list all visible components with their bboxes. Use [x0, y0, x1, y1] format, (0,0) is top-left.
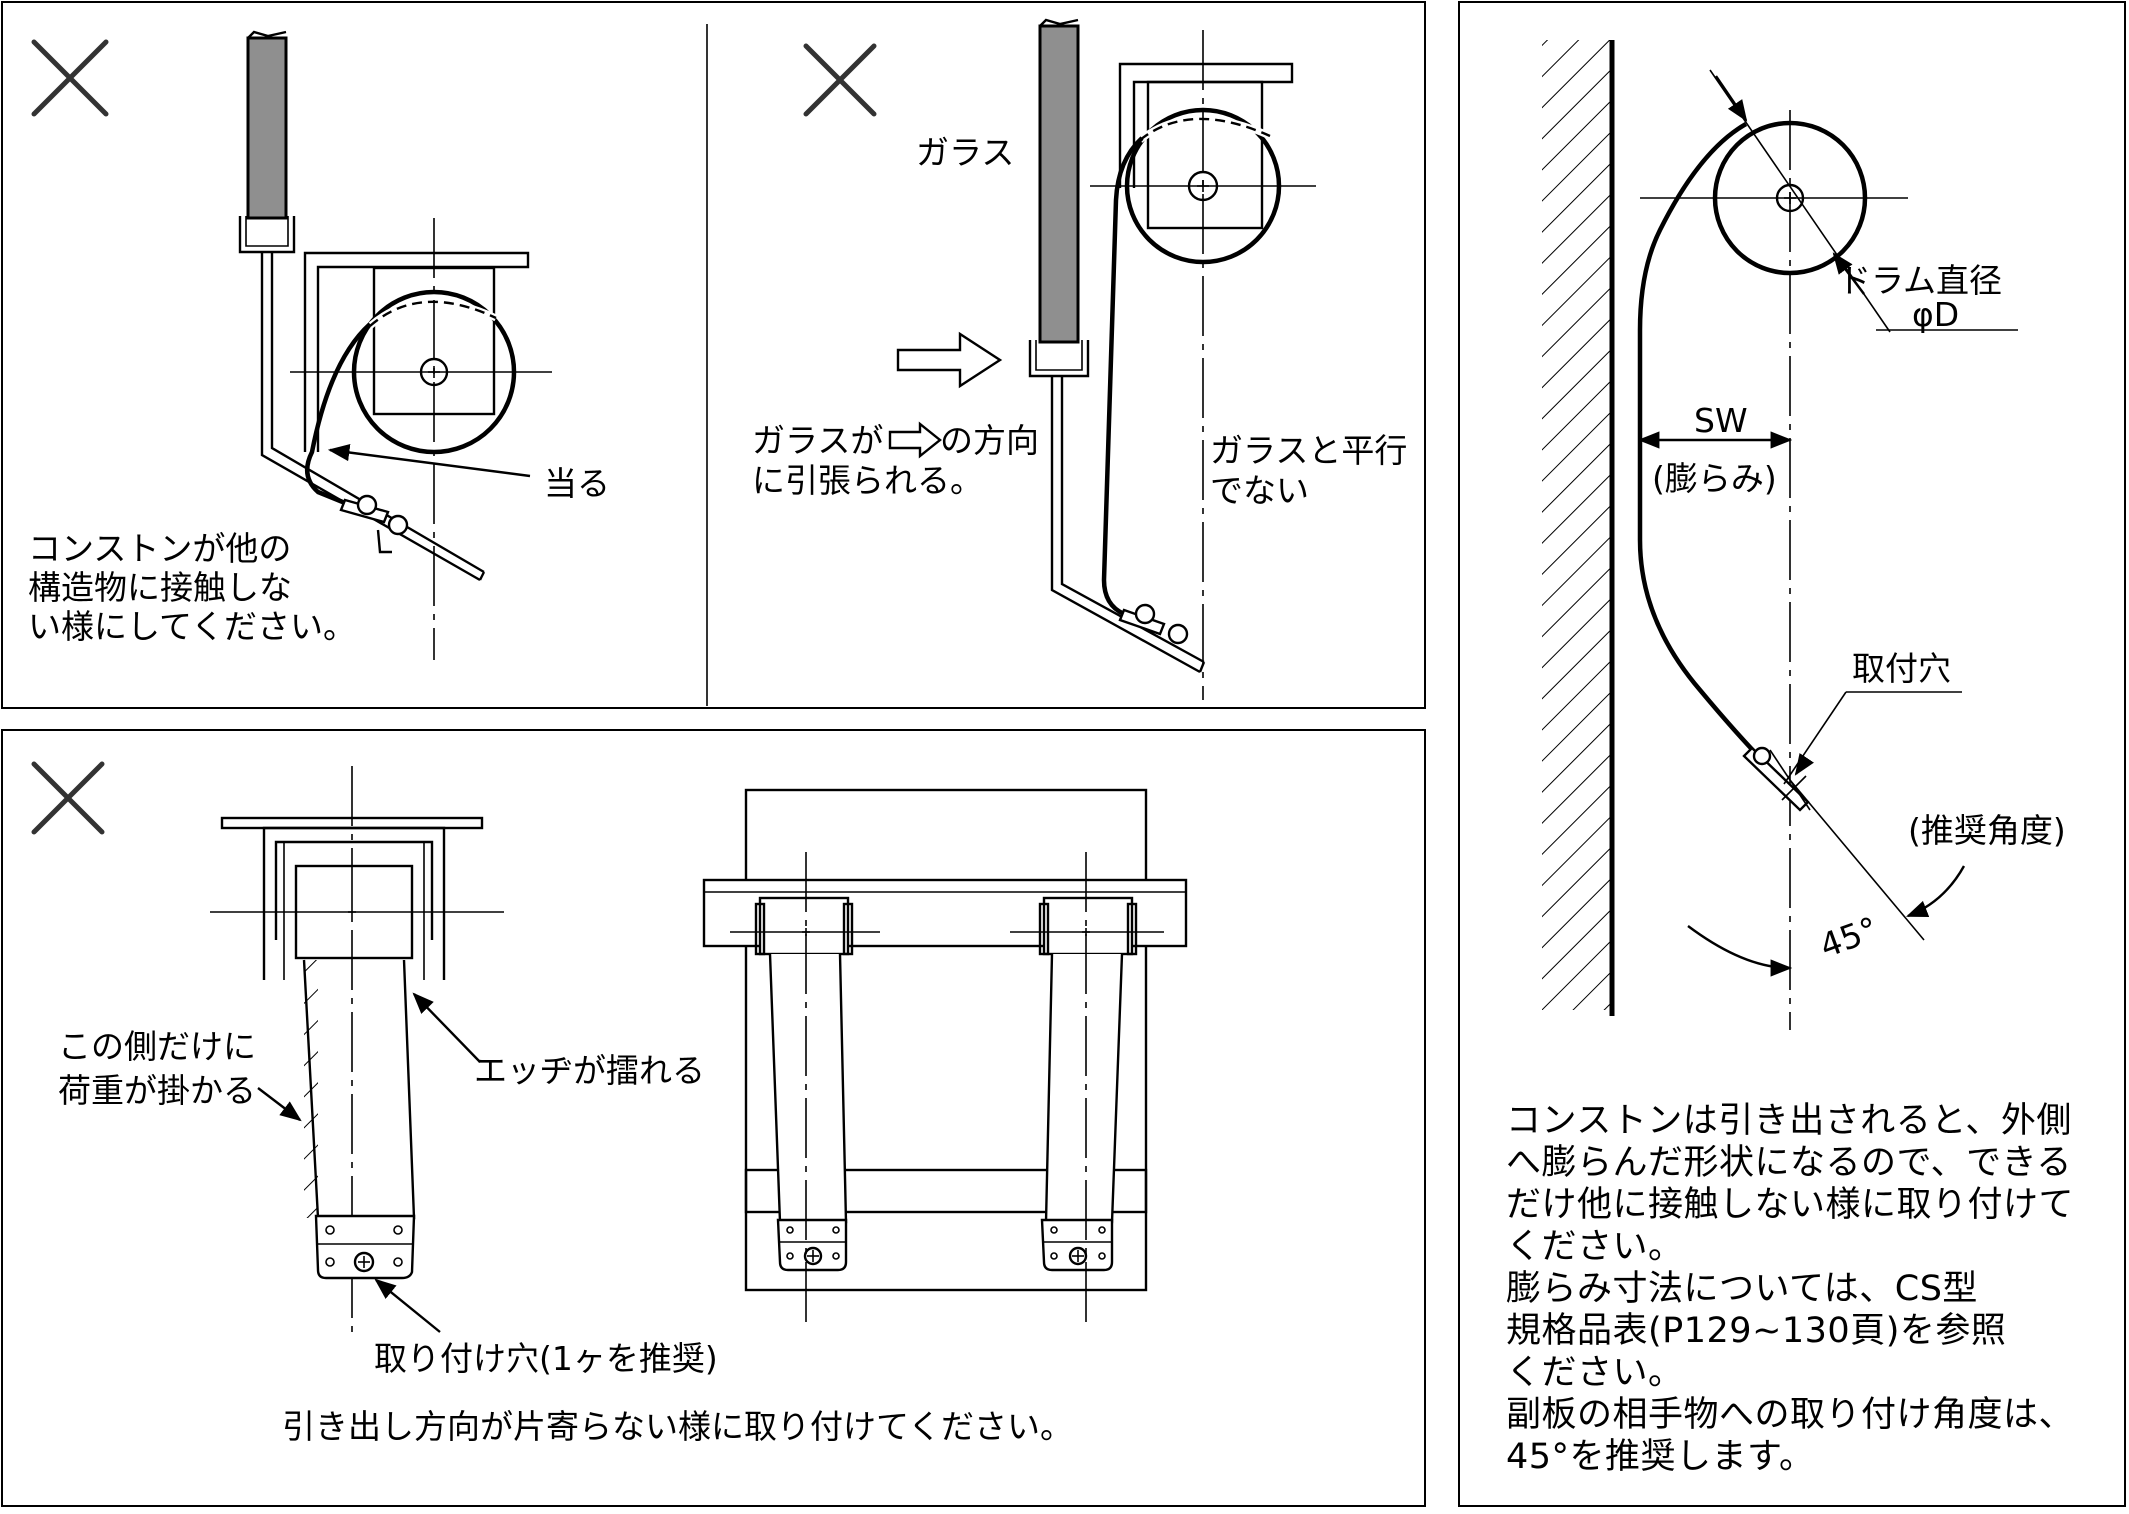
panel-a-drawing	[31, 30, 552, 660]
note-a-line1: コンストンが他の	[28, 529, 291, 568]
mounting-hole	[353, 1251, 375, 1273]
label-sw: SW	[1694, 401, 1748, 440]
caption-direction: 引き出し方向が片寄らない様に取り付けてください。	[282, 1407, 1073, 1446]
note-pull-a: ガラスが	[752, 421, 883, 460]
note-right-line: ください。	[1506, 1227, 1684, 1267]
note-right-line: 膨らみ寸法については、CS型	[1506, 1269, 1978, 1309]
label-glass: ガラス	[916, 133, 1014, 172]
label-mounting-hole: 取り付け穴(1ヶを推奨)	[374, 1339, 718, 1378]
loaded-side-hatch	[304, 960, 318, 1218]
label-load-line1: この側だけに	[58, 1027, 256, 1066]
label-mounting-hole: 取付穴	[1852, 649, 1951, 688]
x-mark-icon	[31, 39, 109, 117]
glass-pane	[246, 36, 288, 220]
label-not-parallel-1: ガラスと平行	[1210, 431, 1407, 470]
note-right-line: だけ他に接触しない様に取り付けて	[1506, 1185, 2074, 1225]
panel-right-frame	[1458, 1, 2126, 1507]
note-right-line: 45°を推奨します。	[1506, 1437, 1815, 1477]
note-right-line: ください。	[1506, 1353, 1684, 1393]
x-mark-icon	[803, 43, 877, 117]
panel-d-drawing	[1542, 40, 2018, 1030]
note-right-line: 規格品表(P129~130頁)を参照	[1506, 1311, 2006, 1351]
housing-front-view	[744, 788, 1148, 1292]
panel-top-left-frame	[1, 1, 1426, 709]
panel-c-drawing	[31, 761, 1188, 1338]
label-angle-45: 45°	[1815, 909, 1883, 966]
wall-hatch	[1542, 40, 1612, 1010]
panel-bottom-left-frame	[1, 729, 1426, 1507]
note-a-line2: 構造物に接触しな	[28, 568, 292, 607]
push-arrow-icon	[896, 331, 1003, 389]
label-contact: 当る	[544, 464, 610, 503]
glass-pane	[1038, 24, 1080, 344]
note-right-line: コンストンは引き出されると、外側	[1506, 1101, 2072, 1141]
note-right-line: へ膨らんだ形状になるので、できる	[1506, 1143, 2072, 1183]
note-pull-line2: に引張られる。	[752, 461, 983, 500]
note-right-block: コンストンは引き出されると、外側 へ膨らんだ形状になるので、できる だけ他に接触…	[1506, 1101, 2074, 1477]
label-recommended-angle: (推奨角度)	[1908, 811, 2066, 850]
label-bulge: (膨らみ)	[1652, 459, 1777, 498]
note-right-line: 副板の相手物への取り付け角度は、	[1506, 1395, 2074, 1435]
direction-arrow-icon	[888, 421, 942, 459]
note-pull-b: の方向	[940, 421, 1039, 460]
label-edge-rub: エッヂが擂れる	[474, 1051, 705, 1090]
label-drum-diameter: ドラム直径	[1838, 261, 2002, 300]
x-mark-icon	[31, 761, 105, 835]
label-not-parallel-2: でない	[1210, 471, 1309, 510]
note-a-line3: い様にしてください。	[28, 607, 356, 646]
panel-b-drawing	[803, 18, 1316, 700]
label-load-line2: 荷重が掛かる	[58, 1071, 256, 1110]
label-phi-d: φD	[1912, 295, 1959, 334]
